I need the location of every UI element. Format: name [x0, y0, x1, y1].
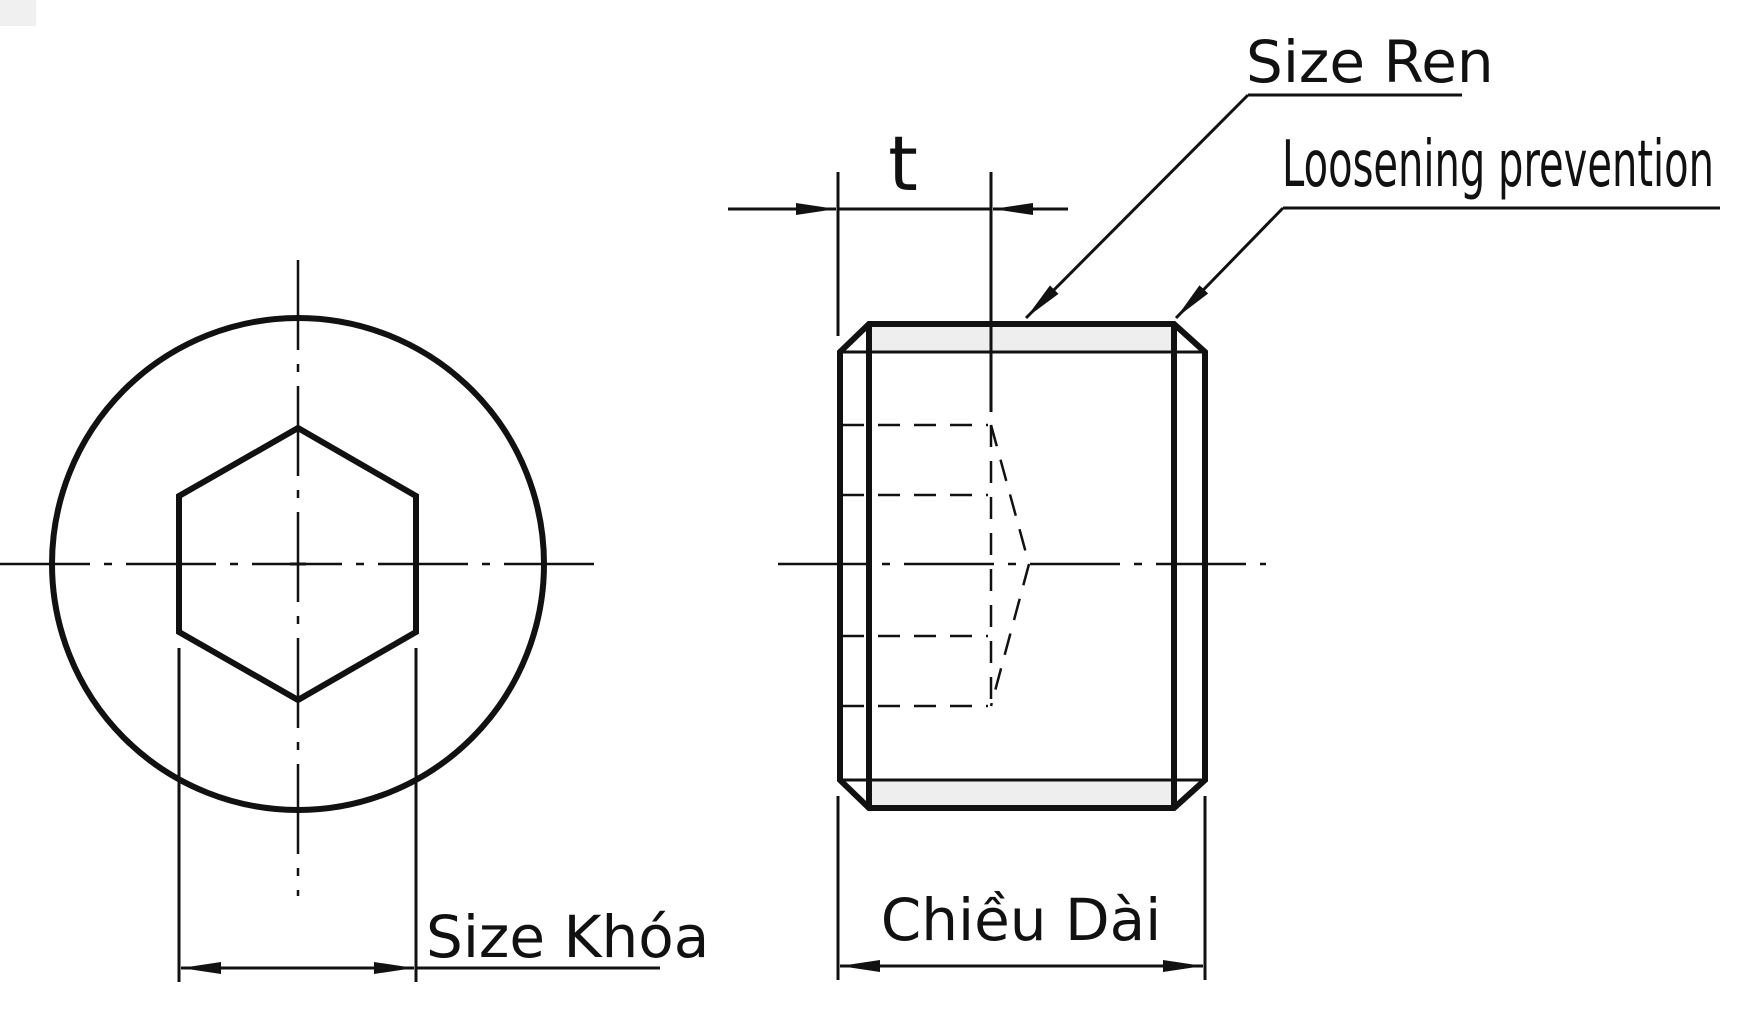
bottom-chamfer-band: [870, 780, 1174, 807]
length-label: Chiều Dài: [881, 886, 1162, 954]
hidden-socket: [842, 423, 1031, 708]
top-chamfer-band: [870, 324, 1174, 351]
loosening-prevention-label: Loosening prevention: [1282, 128, 1714, 202]
corner-tab: [0, 0, 36, 26]
thread-depth-label: t: [888, 119, 918, 208]
thread-size-leader: [1024, 93, 1250, 320]
loosening-leader: [1174, 206, 1285, 320]
body-outline: [837, 321, 1208, 811]
side-view: t Chiều Dài Size Ren Loosening preventio…: [728, 28, 1720, 980]
thread-size-label: Size Ren: [1246, 28, 1494, 96]
front-view: Size Khóa: [0, 260, 709, 982]
hex-key-size-label: Size Khóa: [426, 903, 709, 971]
